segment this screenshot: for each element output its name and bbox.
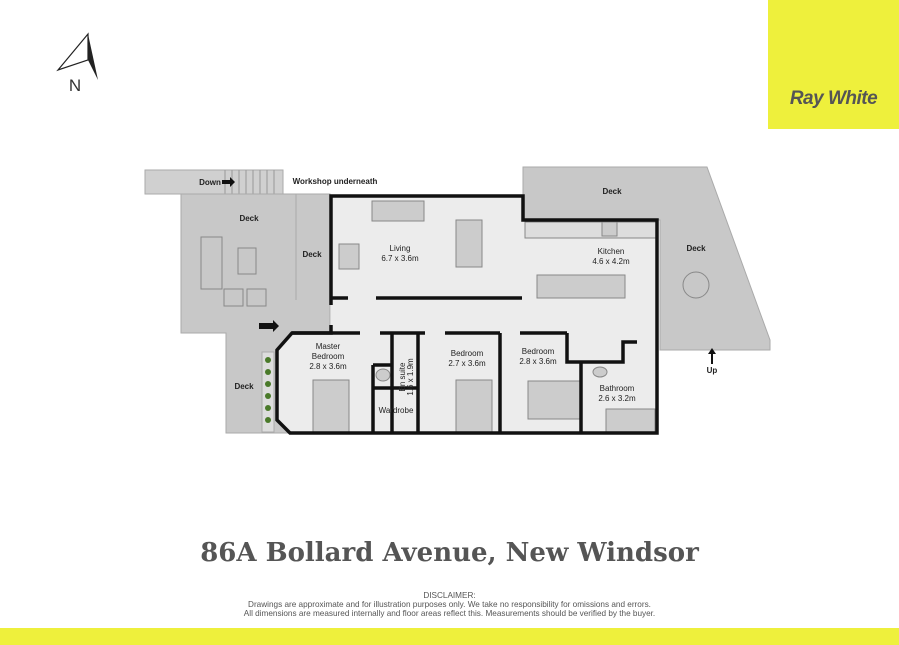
brand-name: Ray White	[789, 88, 878, 109]
master-size: 2.8 x 3.6m	[309, 362, 347, 371]
property-address: 86A Bollard Avenue, New Windsor	[200, 538, 699, 568]
deck-furniture	[200, 236, 267, 307]
outdoor-table	[682, 271, 710, 299]
bedroom3-label: Bedroom	[522, 347, 555, 356]
bottom-brand-bar	[0, 628, 899, 645]
deck-top-right-label: Deck	[602, 187, 622, 196]
kitchen-label: Kitchen	[598, 247, 625, 256]
north-arrow-icon: N	[56, 32, 98, 95]
ensuite-size: 1.6 x 1.9m	[406, 358, 415, 396]
walls	[275, 194, 659, 435]
kitchen-size: 4.6 x 4.2m	[592, 257, 630, 266]
entry-arrow-icon	[259, 320, 279, 332]
house-furniture	[312, 200, 658, 433]
wardrobe-label: Wardrobe	[379, 406, 414, 415]
deck-middle-label: Deck	[302, 250, 322, 259]
deck-top-left-label: Deck	[239, 214, 259, 223]
up-label: Up	[707, 366, 718, 375]
arrow-right-icon	[222, 177, 235, 187]
living-label: Living	[390, 244, 411, 253]
bathroom-size: 2.6 x 3.2m	[598, 394, 636, 403]
deck-right-label: Deck	[686, 244, 706, 253]
bedroom3-size: 2.8 x 3.6m	[519, 357, 557, 366]
disclaimer-line-1: Drawings are approximate and for illustr…	[248, 600, 651, 609]
stairs-down: Down	[144, 169, 284, 195]
arrow-up-icon	[708, 348, 716, 364]
living-size: 6.7 x 3.6m	[381, 254, 419, 263]
disclaimer-line-2: All dimensions are measured internally a…	[243, 609, 656, 618]
workshop-label: Workshop underneath	[293, 177, 378, 186]
plants-icon	[265, 357, 271, 423]
down-label: Down	[199, 178, 221, 187]
north-label: N	[69, 76, 81, 95]
ray-white-logo: Ray White	[768, 0, 899, 129]
bathroom-label: Bathroom	[600, 384, 635, 393]
disclaimer-heading: DISCLAIMER:	[423, 591, 476, 600]
ensuite-label: En suite	[398, 362, 407, 391]
master-label-1: Master	[316, 342, 341, 351]
master-label-2: Bedroom	[312, 352, 345, 361]
deck-lower-left-label: Deck	[234, 382, 254, 391]
bedroom2-size: 2.7 x 3.6m	[448, 359, 486, 368]
bedroom2-label: Bedroom	[451, 349, 484, 358]
